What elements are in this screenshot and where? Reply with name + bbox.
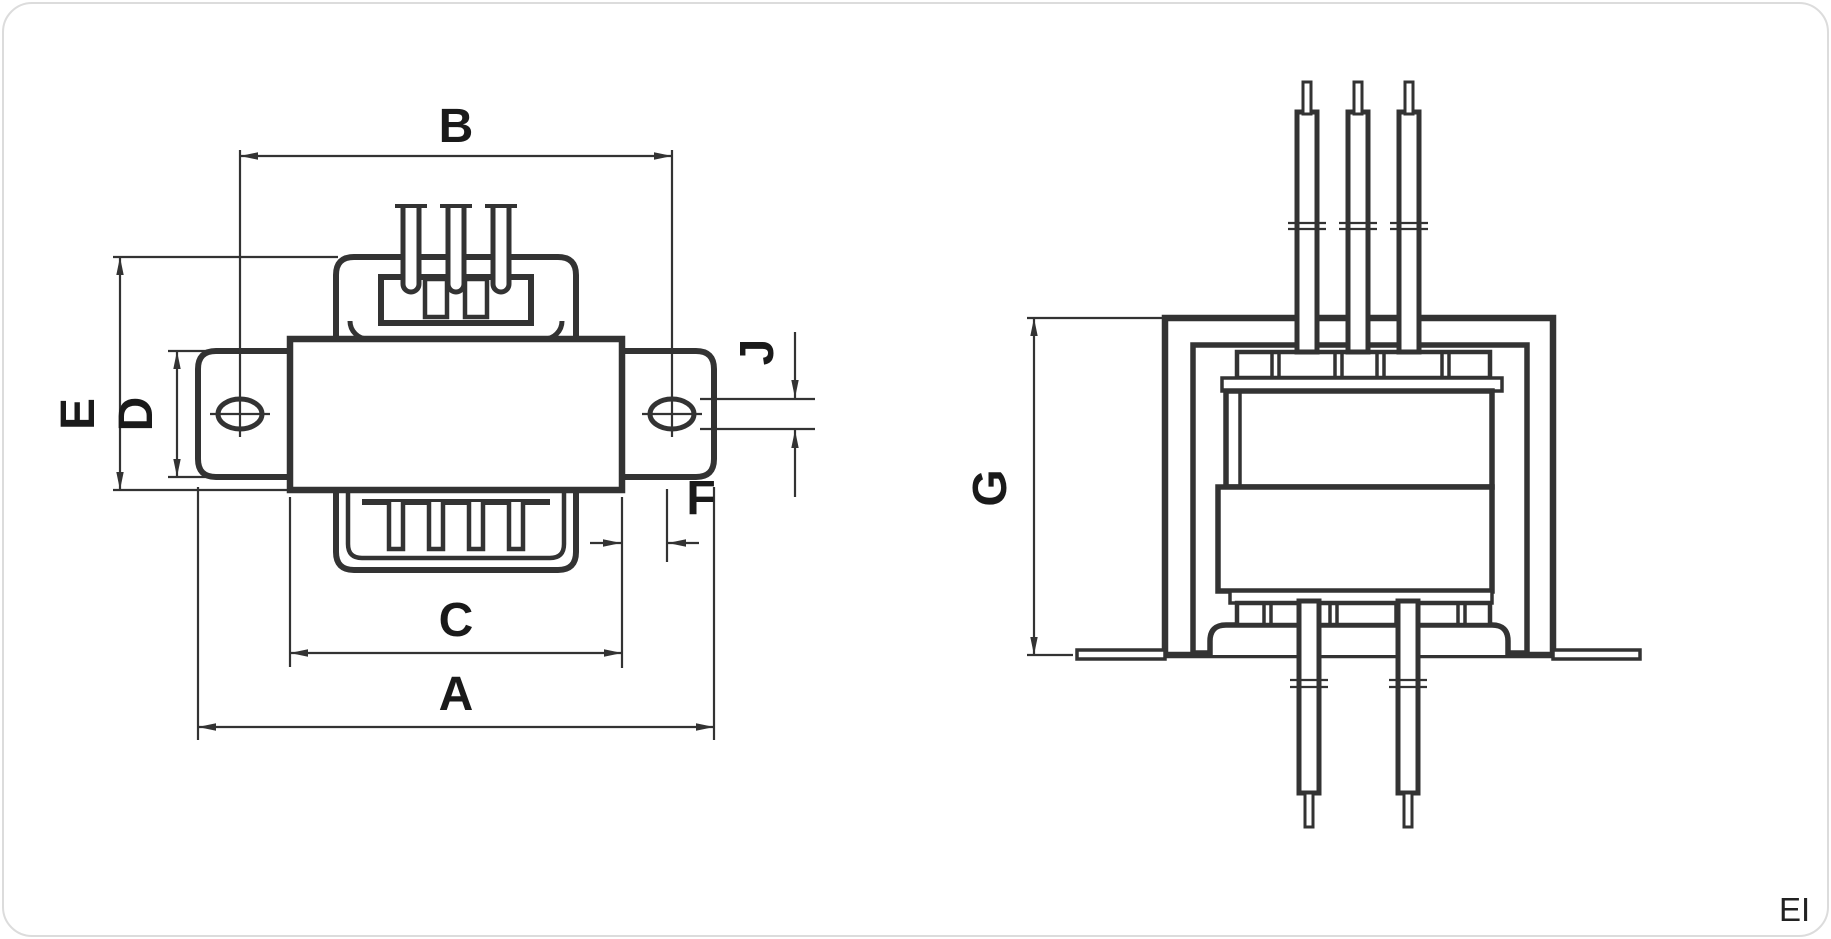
- bobbin-stack: [1215, 349, 1504, 628]
- dimension-label-g: G: [964, 469, 1017, 506]
- dimension-label-a: A: [439, 668, 474, 721]
- side-view: G: [964, 80, 1642, 829]
- dimension-label-d: D: [110, 397, 163, 432]
- dimension-F: F: [590, 472, 716, 562]
- mounting-foot-left: [1075, 648, 1167, 661]
- dimension-D: D: [110, 349, 260, 479]
- terminal-divider: [422, 276, 450, 320]
- bottom-bobbin-cover: [333, 487, 579, 573]
- bottom-clamp: [1207, 622, 1511, 655]
- dimension-C: C: [288, 497, 624, 668]
- core-block: [286, 335, 626, 494]
- top-terminal-row: [1234, 349, 1493, 381]
- bottom-terminal-row: [1234, 600, 1493, 628]
- core-type-label: EI: [1779, 891, 1810, 928]
- dimension-E: E: [52, 255, 338, 492]
- lead-wires-top: [1288, 80, 1428, 355]
- terminal-pins: [395, 204, 517, 295]
- lamination-comb: [362, 499, 550, 552]
- dimension-J: J: [700, 332, 815, 497]
- mounting-foot-right: [1551, 648, 1642, 661]
- dimension-label-j: J: [731, 339, 784, 366]
- upper-winding: [1223, 388, 1495, 490]
- front-view: B E D C: [52, 100, 815, 740]
- terminal-divider: [462, 276, 490, 320]
- dimension-A: A: [196, 487, 716, 740]
- dimension-label-e: E: [52, 398, 105, 430]
- dimension-B: B: [238, 100, 674, 437]
- lower-winding: [1215, 484, 1495, 594]
- dimension-G: G: [964, 316, 1162, 657]
- dimension-label-b: B: [439, 100, 474, 153]
- lead-wires-bottom: [1290, 598, 1427, 829]
- dimension-label-c: C: [439, 594, 474, 647]
- dimension-label-f: F: [686, 472, 715, 525]
